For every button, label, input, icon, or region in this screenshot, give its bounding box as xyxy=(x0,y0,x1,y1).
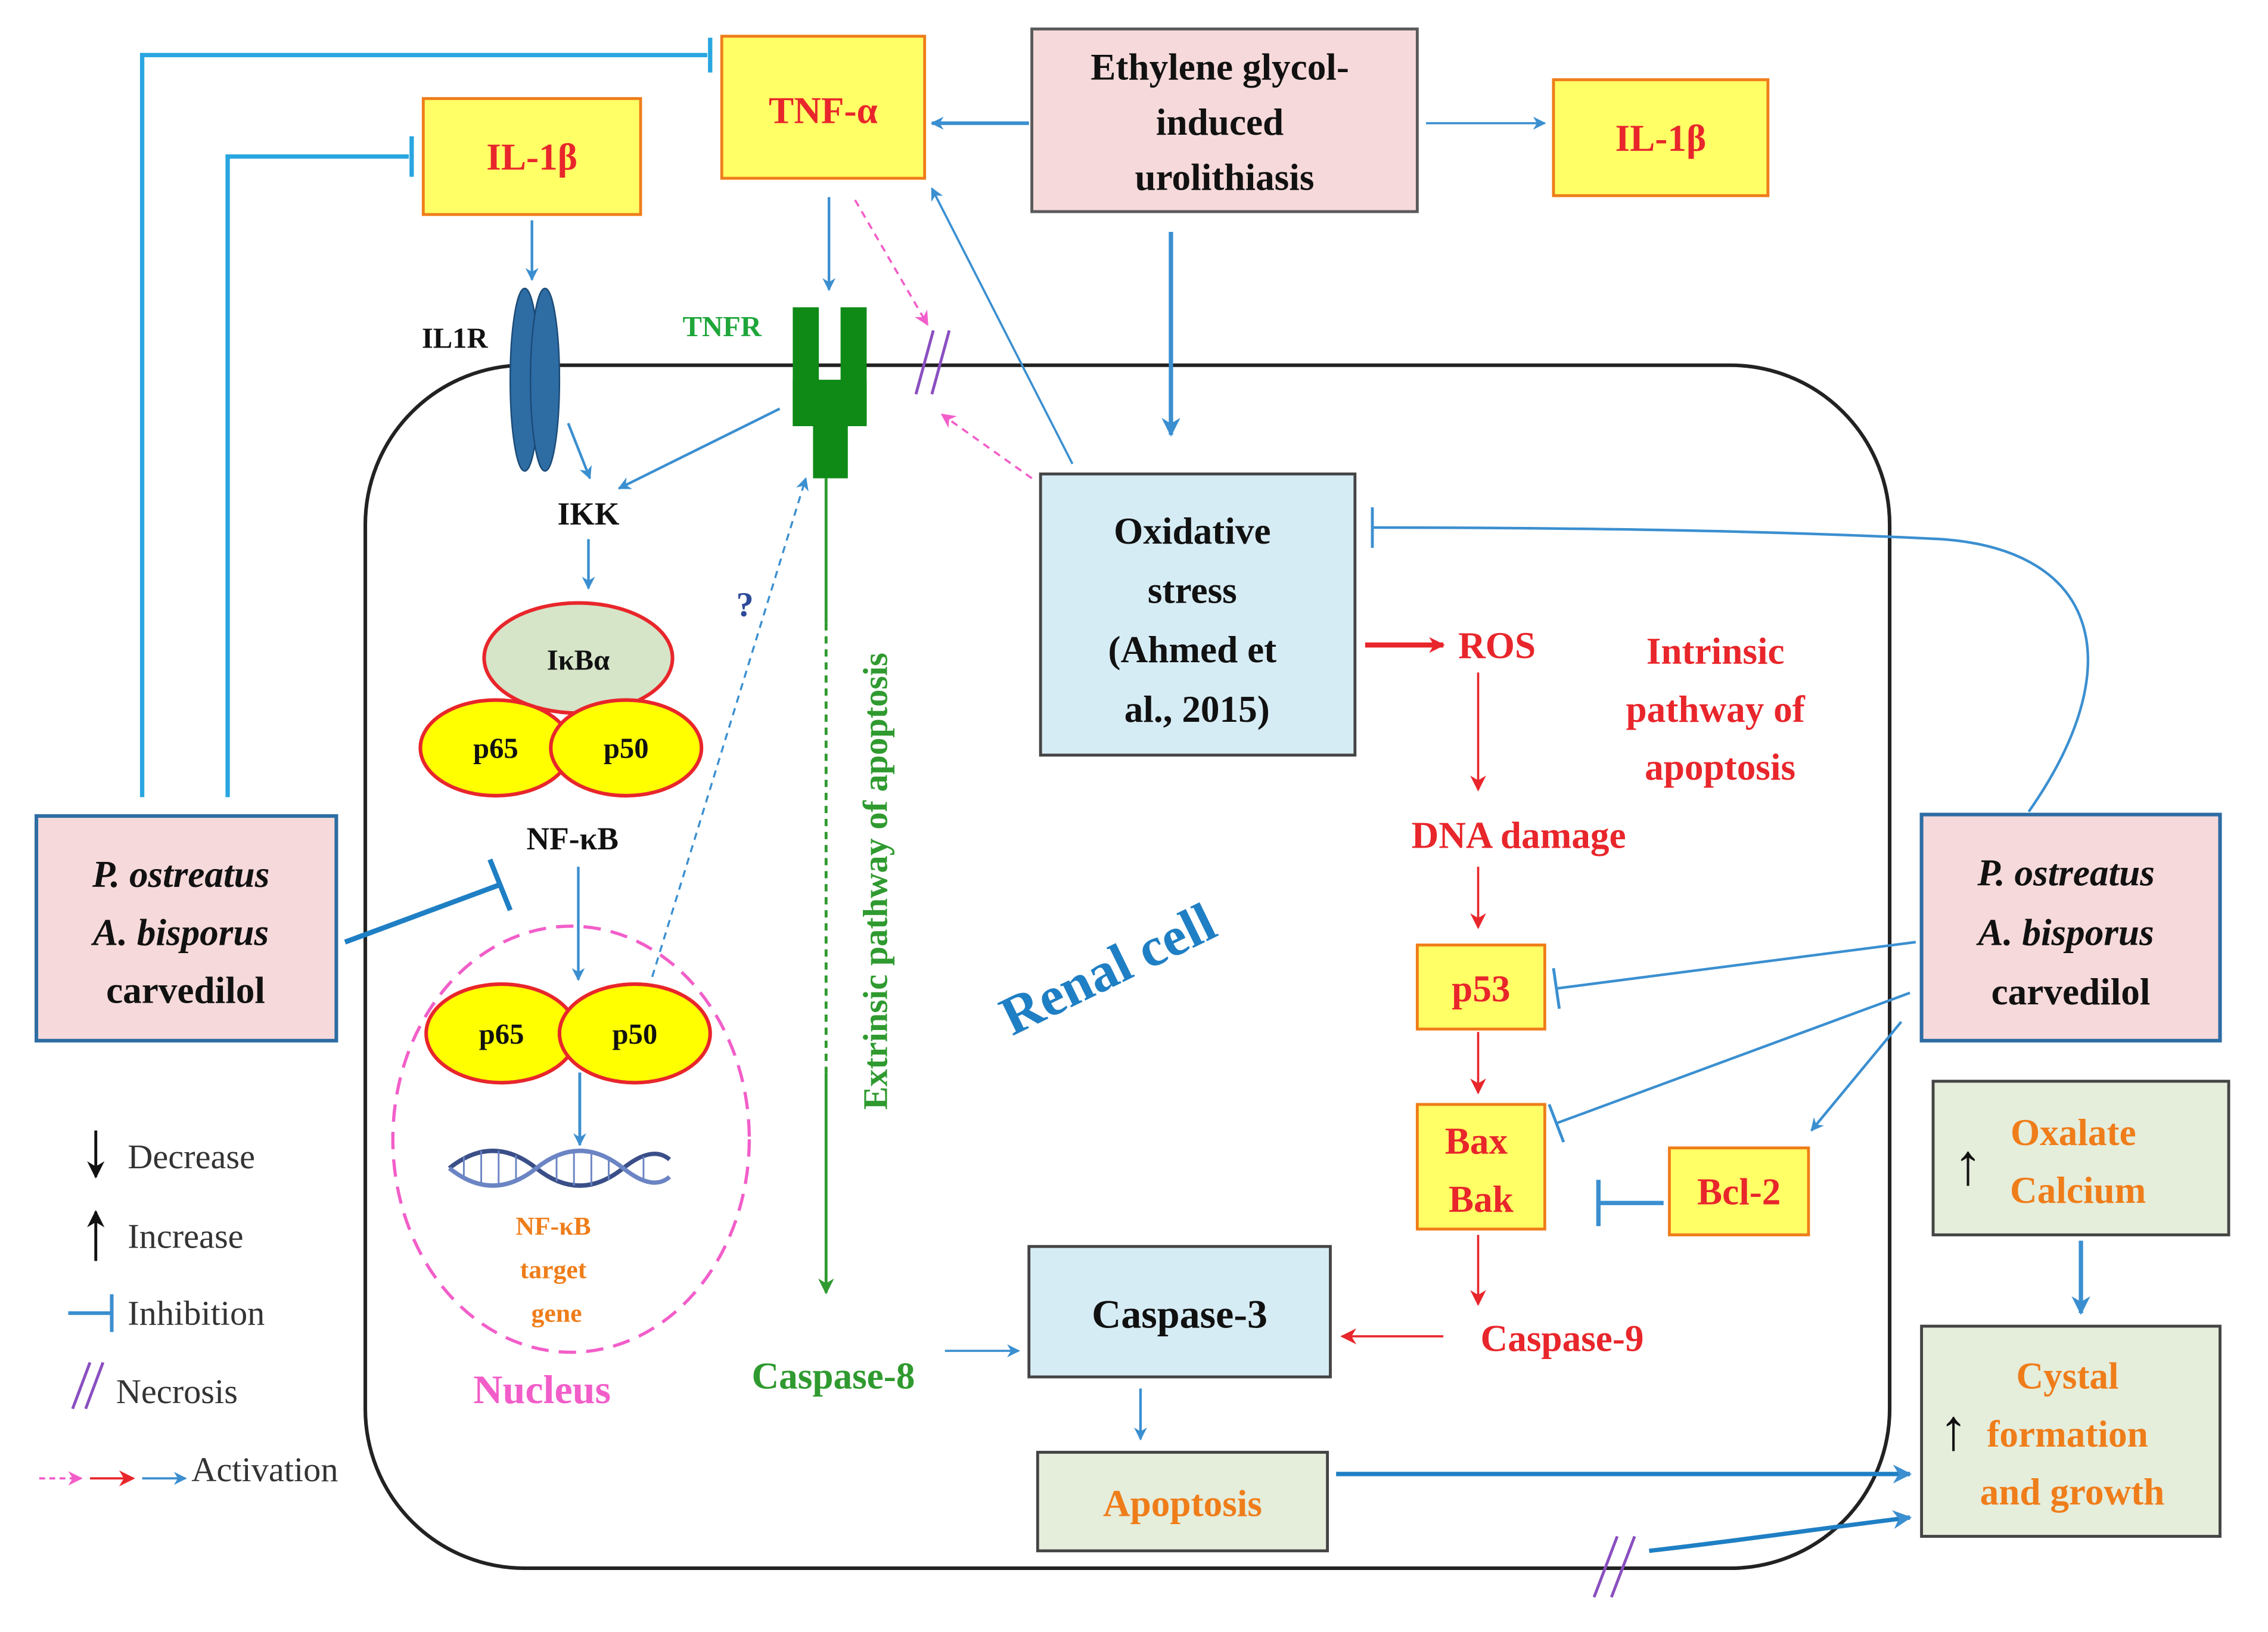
p50-nuc-oval xyxy=(557,982,712,1085)
bax-bak-label: Bax Bak xyxy=(1445,1121,1517,1220)
p53-label: p53 xyxy=(1452,968,1510,1010)
treatment-right-box xyxy=(1919,812,2222,1043)
dna-helix-icon xyxy=(448,1149,672,1188)
caspase8-label: Caspase-8 xyxy=(751,1355,915,1397)
inhibit-bar-p53 xyxy=(1552,967,1561,1009)
cystal-formation-box xyxy=(1920,1324,2222,1538)
oxalate-calcium-label: Oxalate Calcium xyxy=(2010,1112,2146,1211)
nfkb-label: NF-κB xyxy=(527,821,619,857)
legend-necrosis-label: Necrosis xyxy=(116,1372,238,1411)
arrow-nucleus-to-tnfr xyxy=(651,477,809,978)
ros-label: ROS xyxy=(1458,625,1536,666)
arrow-il1r-to-ikk xyxy=(567,423,592,480)
caspase3-box xyxy=(1027,1245,1332,1379)
bax-bak-box xyxy=(1415,1103,1546,1231)
il1r-receptor-icon xyxy=(509,287,561,472)
ethylene-glycol-box xyxy=(1030,27,1419,213)
treatment-right-label: P. ostreatus A. bisporus carvedilol xyxy=(1976,852,2164,1013)
inhibit-bar-nfkb xyxy=(487,858,513,911)
legend-increase-label: Increase xyxy=(128,1217,243,1256)
intrinsic-pathway-label: Intrinsic pathway of apoptosis xyxy=(1626,631,1815,789)
legend-decrease-label: Decrease xyxy=(128,1137,255,1176)
tnfr-label: TNFR xyxy=(683,311,762,343)
bcl2-box xyxy=(1668,1146,1810,1237)
legend-inhibition-icon xyxy=(68,1294,114,1332)
oxidative-stress-label: Oxidative stress (Ahmed et al., 2015) xyxy=(1108,510,1286,730)
inhibit-right-to-p53 xyxy=(1556,941,1916,990)
oxalate-increase-arrow: ↑ xyxy=(1953,1133,1983,1197)
il1b-left-label: IL-1β xyxy=(486,136,577,178)
il1b-right-box xyxy=(1552,78,1770,197)
cystal-formation-label: Cystal formation and growth xyxy=(1980,1355,2165,1513)
p50-cyto-oval xyxy=(549,698,704,798)
p65-cyto-label: p65 xyxy=(473,733,518,765)
tnfr-receptor-icon xyxy=(793,307,867,479)
tnf-alpha-label: TNF-α xyxy=(769,90,878,132)
arrow-necrosis-to-cystal xyxy=(1649,1510,1912,1553)
p50-nuc-label: p50 xyxy=(612,1018,657,1050)
caspase3-label: Caspase-3 xyxy=(1092,1291,1267,1336)
nucleus-membrane xyxy=(391,924,751,1354)
legend-inhibition-label: Inhibition xyxy=(128,1293,265,1332)
il1r-label: IL1R xyxy=(422,322,489,355)
arrow-oxidative-to-necrosis xyxy=(940,413,1033,479)
nfkb-complex-nucleus: p65 p50 xyxy=(424,982,712,1085)
oxidative-stress-box xyxy=(1039,472,1357,757)
legend-activation-label: Activation xyxy=(191,1450,338,1489)
apoptosis-label: Apoptosis xyxy=(1103,1482,1262,1524)
nucleus-label: Nucleus xyxy=(473,1367,611,1412)
p50-cyto-label: p50 xyxy=(604,733,649,765)
arrow-oxidative-to-tnf xyxy=(931,187,1074,464)
oxalate-calcium-box xyxy=(1931,1079,2230,1237)
arrow-right-to-bcl2 xyxy=(1810,1020,1903,1132)
p53-box xyxy=(1415,943,1546,1031)
legend-necrosis-icon xyxy=(71,1361,105,1410)
renal-cell-label: Renal cell xyxy=(991,891,1225,1047)
il1b-right-label: IL-1β xyxy=(1615,117,1707,159)
ethylene-glycol-label: Ethylene glycol- induced urolithiasis xyxy=(1090,46,1359,198)
legend: Decrease Increase Inhibition Necrosis Ac… xyxy=(39,1130,338,1489)
necrosis-mark-bottom xyxy=(1592,1535,1636,1598)
inhibit-left-to-nfkb xyxy=(344,882,503,945)
inhibit-right-to-baxbak xyxy=(1556,991,1910,1125)
inhibit-left-to-tnf xyxy=(139,52,707,798)
il1b-left-box xyxy=(421,97,642,216)
tnf-alpha-box xyxy=(720,35,927,180)
ikba-label: IκBα xyxy=(547,644,610,676)
apoptosis-box xyxy=(1036,1451,1329,1553)
inhibit-left-to-il1b xyxy=(225,154,409,798)
caspase9-label: Caspase-9 xyxy=(1481,1317,1644,1359)
cystal-increase-arrow: ↑ xyxy=(1939,1398,1968,1463)
bcl2-label: Bcl-2 xyxy=(1697,1171,1781,1213)
dna-damage-label: DNA damage xyxy=(1412,814,1626,856)
treatment-left-box xyxy=(35,814,338,1043)
inhibit-right-to-oxidative xyxy=(1374,526,2089,812)
nfkb-target-gene-label: NF-κB target gene xyxy=(515,1212,597,1328)
arrow-tnf-to-necrosis xyxy=(854,199,929,326)
question-mark: ? xyxy=(737,585,754,623)
renal-cell-membrane xyxy=(363,363,1892,1571)
ikk-label: IKK xyxy=(557,496,619,532)
p65-nuc-label: p65 xyxy=(479,1018,524,1050)
nfkb-complex-cytoplasm: IκBα p65 p50 xyxy=(418,601,704,798)
extrinsic-pathway-label: Extrinsic pathway of apoptosis xyxy=(856,653,894,1110)
treatment-left-label: P. ostreatus A. bisporus carvedilol xyxy=(91,854,279,1012)
arrow-tnfr-to-ikk xyxy=(617,407,781,490)
necrosis-mark-top xyxy=(914,330,951,395)
inhibit-bar-baxbak xyxy=(1548,1104,1565,1143)
